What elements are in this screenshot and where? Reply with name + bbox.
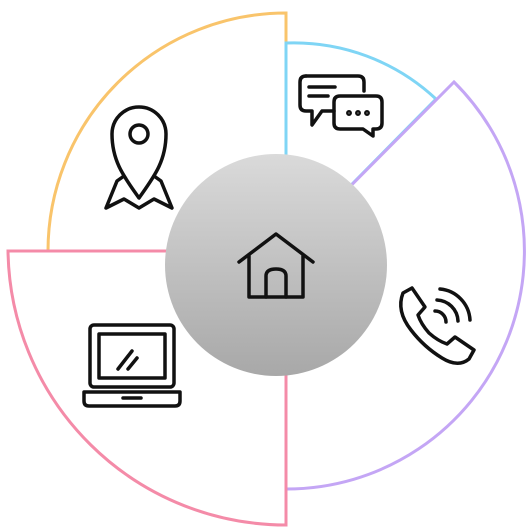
phone-icon [399,286,476,365]
laptop-segment[interactable] [6,249,288,527]
map-pin-icon [104,105,174,210]
chat-segment[interactable] [284,41,439,255]
home-icon [237,232,315,299]
phone-segment[interactable] [284,79,526,491]
location-segment[interactable] [46,11,288,252]
chat-bubbles-icon [298,74,384,138]
laptop-icon [82,323,182,408]
hub-circle[interactable] [165,154,387,376]
